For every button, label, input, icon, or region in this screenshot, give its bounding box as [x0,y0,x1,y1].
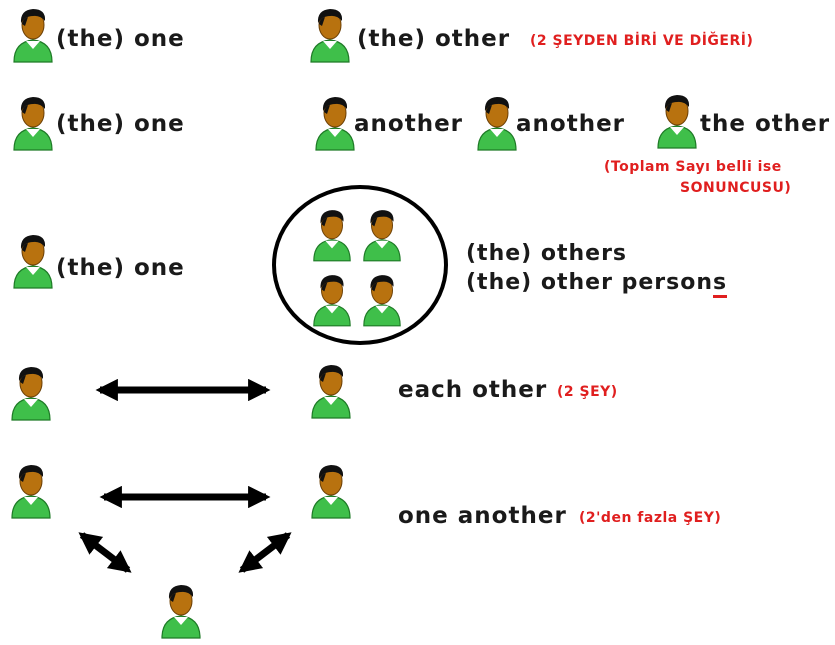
double-arrow-icon [238,532,292,573]
row4-label: each other [398,377,548,403]
person-icon [308,360,354,420]
row2-note-line2: SONUNCUSU) [680,180,792,196]
row5-label: one another [398,503,567,529]
row2-left-label: (the) one [56,111,185,137]
row1-left-label: (the) one [56,26,185,52]
person-icon [10,92,56,152]
person-icon [158,580,204,640]
person-icon [10,4,56,64]
person-icon [10,230,56,290]
person-icon [312,92,358,152]
row3-group-line1: (the) others [466,241,628,266]
row2-right-label: the other [700,111,831,137]
person-icon [360,205,404,263]
row1-note: (2 ŞEYDEN BİRİ VE DİĞERİ) [530,33,754,49]
person-icon [8,460,54,520]
row2-another-label-1: another [354,111,464,137]
row3-plural-s: s [712,270,728,298]
row2-note-line1: (Toplam Sayı belli ise [604,159,782,175]
row3-left-label: (the) one [56,255,185,281]
person-icon [360,270,404,328]
person-icon [310,205,354,263]
person-icon [307,4,353,64]
group-circle [272,185,448,345]
row1-right-label: (the) other [357,26,511,52]
person-icon [310,270,354,328]
row5-note: (2'den fazla ŞEY) [579,510,722,526]
row3-group-line2: (the) other persons [466,270,728,298]
row4-note: (2 ŞEY) [557,384,618,400]
person-icon [654,90,700,150]
person-icon [474,92,520,152]
person-icon [8,362,54,422]
person-icon [308,460,354,520]
double-arrow-icon [78,532,132,573]
row2-another-label-2: another [516,111,626,137]
row3-group-line2-prefix: (the) other person [466,270,713,295]
